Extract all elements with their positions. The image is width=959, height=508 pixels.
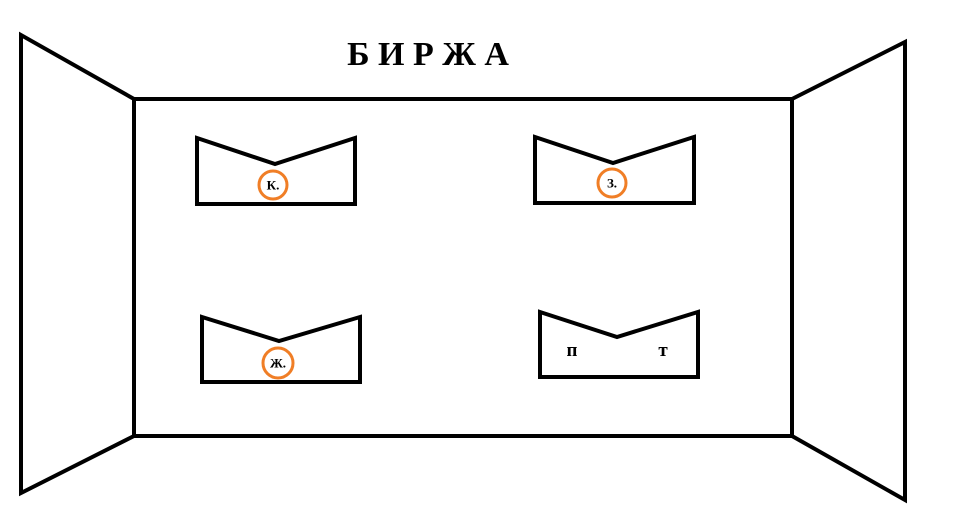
box-outline: [200, 314, 362, 384]
stall-box-z: З.: [533, 134, 696, 205]
stall-box-zh: Ж.: [200, 314, 362, 384]
box-label-t: т: [658, 340, 668, 361]
stall-box-pt: п т: [538, 309, 700, 379]
box-outline: [533, 134, 696, 205]
box-outline: [195, 135, 357, 206]
left-wall: [19, 31, 135, 497]
back-wall: [132, 97, 794, 438]
marker-circle: [596, 167, 628, 199]
page-title: Б И Р Ж А: [347, 36, 509, 73]
marker-circle: [257, 169, 289, 201]
marker-circle: [261, 346, 295, 380]
box-outline: [538, 309, 700, 379]
box-label-zh: Ж.: [270, 356, 286, 371]
box-label-k: К.: [267, 178, 280, 193]
box-label-p: п: [567, 340, 578, 361]
stall-box-k: К.: [195, 135, 357, 206]
right-wall: [791, 38, 907, 504]
box-label-z: З.: [607, 176, 617, 191]
